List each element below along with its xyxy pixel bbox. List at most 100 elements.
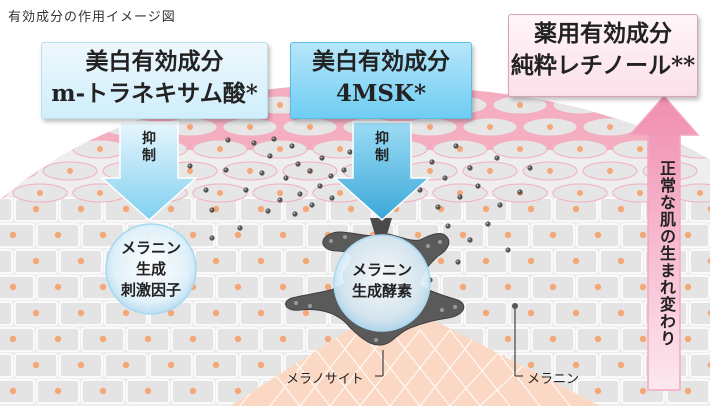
cell-nucleus [122, 205, 130, 213]
cell-nucleus [707, 361, 710, 369]
cell-nucleus [99, 335, 107, 343]
cell-nucleus [9, 231, 17, 239]
melanin-dot [243, 187, 249, 193]
cell-nucleus [277, 146, 283, 152]
cell-nucleus [32, 257, 40, 265]
cell-nucleus [459, 231, 467, 239]
melanin-dot-shine [518, 190, 521, 193]
melanin-dot-shine [498, 203, 501, 206]
melanin-dot [467, 165, 473, 171]
melanin-dot [467, 237, 473, 243]
box-tranexamic-acid: 美白有効成分 m-トラネキサム酸* [41, 42, 268, 119]
cell [0, 223, 35, 248]
center-arrow [333, 121, 431, 222]
melanin-dot [455, 259, 461, 265]
cell-nucleus [459, 283, 467, 291]
cell-nucleus [517, 146, 523, 152]
melanin-dot-shine [298, 192, 301, 195]
melanin-dot-shine [443, 176, 446, 179]
cell-nucleus [607, 124, 613, 130]
cell-nucleus [212, 309, 220, 317]
melanin-dot [307, 168, 313, 174]
melanin-dot-shine [418, 188, 421, 191]
cell-nucleus [167, 205, 175, 213]
cell-nucleus [32, 361, 40, 369]
box-retinol: 薬用有効成分 純粋レチノール** [508, 14, 698, 97]
cell-nucleus [594, 231, 602, 239]
cell-nucleus [617, 361, 625, 369]
melanin-dot [453, 143, 459, 149]
cell-nucleus [97, 146, 103, 152]
cell-nucleus [99, 283, 107, 291]
melanin-dot [289, 143, 295, 149]
cell-nucleus [277, 190, 283, 196]
cell [0, 197, 13, 222]
cell [0, 353, 13, 378]
cell-nucleus [99, 231, 107, 239]
cell-nucleus [279, 231, 287, 239]
cell-nucleus [217, 146, 223, 152]
melanin-dot-shine [318, 184, 321, 187]
cell-nucleus [277, 102, 283, 108]
cell-nucleus [167, 309, 175, 317]
melanin-dot-shine [506, 248, 509, 251]
cell-nucleus [279, 335, 287, 343]
melanin-callout: メラニン [527, 372, 580, 387]
cell-nucleus [54, 335, 62, 343]
cell-nucleus [504, 335, 512, 343]
melanin-dot-shine [342, 168, 345, 171]
melanin-dot [517, 189, 523, 195]
cell-nucleus [637, 190, 643, 196]
left-bubble-text: メラニン 生成 刺激因子 [106, 238, 196, 301]
diagram-caption: 有効成分の作用イメージ図 [8, 10, 176, 25]
melanin-dot-shine [476, 184, 479, 187]
cell [689, 249, 710, 274]
cell-nucleus [77, 361, 85, 369]
melanin-dot-shine [272, 137, 275, 140]
cell-nucleus [234, 387, 242, 395]
cell-nucleus [324, 283, 332, 291]
melanin-dot [265, 208, 271, 214]
melanin-dot [259, 170, 265, 176]
melanin-dot [267, 153, 273, 159]
cell-nucleus [414, 231, 422, 239]
melanin-dot [527, 165, 533, 171]
cell-nucleus [189, 231, 197, 239]
melanin-dot [328, 173, 334, 179]
cell-nucleus [257, 257, 265, 265]
melanin-dot-shine [348, 150, 351, 153]
melanin-dot [203, 187, 209, 193]
melanin-dot [283, 175, 289, 181]
melanin-dot [341, 167, 347, 173]
melanin-dot [295, 161, 301, 167]
box-center-line2: 4MSK* [335, 80, 427, 107]
cell-nucleus [577, 190, 583, 196]
cell-nucleus [54, 283, 62, 291]
cell-nucleus [617, 205, 625, 213]
cell-nucleus [482, 205, 490, 213]
cell-nucleus [572, 205, 580, 213]
cell-nucleus [9, 387, 17, 395]
cell-nucleus [437, 257, 445, 265]
melanin-dot-shine [290, 144, 293, 147]
cell-nucleus [684, 335, 692, 343]
right-arrow-label: 正常な肌の生まれ変わり [657, 160, 676, 347]
melanin-dot-shine [188, 164, 191, 167]
melanin-dot-shine [284, 176, 287, 179]
melanin-dot [225, 137, 231, 143]
cell-nucleus [9, 335, 17, 343]
melanin-dot-shine [430, 160, 433, 163]
melanin-dot-shine [268, 154, 271, 157]
right-arrow [628, 94, 700, 391]
cell-nucleus [77, 309, 85, 317]
melanin-dot [347, 149, 353, 155]
melanin-dot-shine [210, 208, 213, 211]
center-bubble [333, 234, 431, 332]
melanin-dot [277, 197, 283, 203]
box-right-line2: 純粋レチノール** [510, 52, 696, 79]
melanin-dot [209, 207, 215, 213]
center-bubble-text: メラニン 生成酵素 [334, 260, 430, 302]
cell-nucleus [707, 309, 710, 317]
cell-nucleus [684, 387, 692, 395]
